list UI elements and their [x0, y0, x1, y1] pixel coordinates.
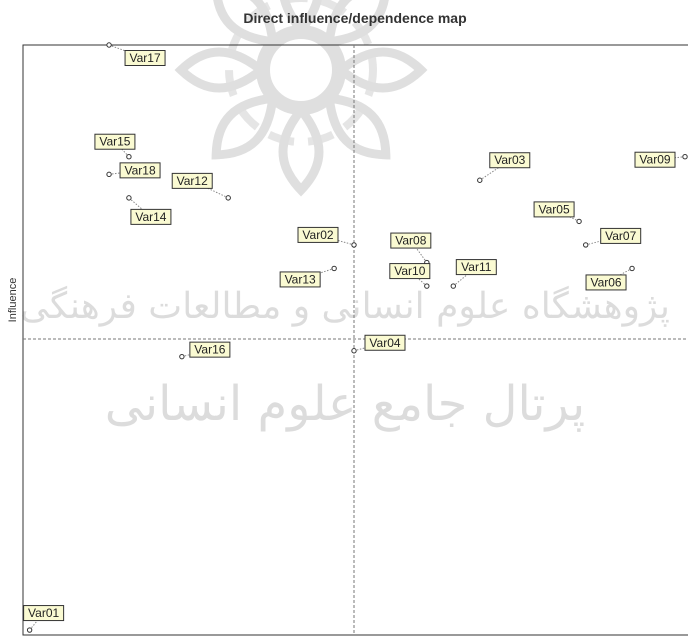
point-marker — [225, 195, 231, 201]
point-label-box — [171, 172, 213, 189]
point-label-box — [600, 227, 642, 244]
data-point-var01: Var01 — [23, 605, 65, 633]
point-marker — [179, 353, 185, 360]
point-label-box — [279, 271, 321, 288]
data-point-var05: Var05 — [533, 201, 582, 225]
data-point-var02: Var02 — [297, 226, 357, 248]
point-marker — [126, 154, 132, 160]
point-marker — [450, 283, 456, 289]
point-label: Var17 — [129, 51, 160, 65]
data-point-var17: Var17 — [106, 42, 166, 66]
data-point-var03: Var03 — [477, 152, 531, 183]
point-label-box — [124, 50, 166, 66]
point-label: Var07 — [605, 229, 636, 243]
watermark-text-line2: پرتال جامع علوم انسانی — [105, 376, 586, 432]
point-label-box — [533, 201, 575, 218]
chart-title: Direct influence/dependence map — [243, 10, 466, 26]
data-point-var11: Var11 — [450, 259, 497, 289]
data-point-var07: Var07 — [583, 227, 642, 248]
data-point-var13: Var13 — [279, 265, 337, 288]
data-point-var16: Var16 — [179, 341, 231, 360]
data-point-var18: Var18 — [106, 162, 161, 179]
point-marker — [629, 265, 635, 272]
point-label-box — [489, 152, 531, 169]
point-marker — [682, 154, 688, 160]
data-point-var06: Var06 — [585, 265, 635, 291]
point-label-box — [634, 151, 676, 168]
data-point-var10: Var10 — [389, 263, 431, 289]
point-label: Var16 — [194, 343, 225, 357]
watermark: پژوهشگاه علوم انسانی و مطالعات فرهنگی پر… — [20, 0, 670, 432]
point-marker — [351, 348, 357, 354]
point-label-box — [297, 226, 339, 243]
point-label: Var10 — [394, 264, 425, 278]
point-label-box — [455, 259, 497, 276]
point-label: Var03 — [494, 153, 525, 167]
point-label: Var14 — [135, 210, 166, 224]
data-point-var12: Var12 — [171, 172, 231, 201]
point-label-box — [130, 208, 172, 225]
point-label-box — [23, 605, 65, 622]
point-label-box — [585, 274, 627, 291]
point-label-box — [364, 334, 406, 351]
point-marker — [477, 177, 483, 183]
point-label: Var18 — [124, 163, 155, 177]
plot-frame — [22, 44, 688, 636]
point-label-box — [94, 133, 136, 150]
point-marker — [106, 171, 112, 178]
watermark-emblem — [174, 0, 428, 197]
point-label-box — [389, 263, 431, 280]
data-point-var09: Var09 — [634, 151, 688, 168]
data-point-var04: Var04 — [351, 334, 406, 354]
point-marker — [583, 242, 589, 248]
point-marker — [424, 283, 430, 289]
point-label: Var11 — [461, 260, 492, 274]
data-point-var14: Var14 — [126, 195, 172, 225]
point-label-box — [189, 341, 231, 358]
point-label: Var04 — [369, 336, 400, 350]
point-label: Var12 — [177, 174, 208, 188]
point-label: Var13 — [285, 272, 316, 286]
point-marker — [26, 627, 33, 633]
point-marker — [126, 195, 132, 201]
data-point-var15: Var15 — [94, 133, 136, 160]
data-point-var08: Var08 — [390, 232, 432, 266]
point-label: Var02 — [302, 228, 333, 242]
point-label: Var01 — [28, 606, 59, 620]
point-label: Var08 — [395, 234, 426, 248]
point-label-box — [119, 162, 161, 179]
point-label: Var05 — [539, 202, 570, 216]
point-label: Var15 — [99, 135, 130, 149]
point-label-box — [390, 232, 432, 249]
point-marker — [351, 242, 357, 248]
point-label: Var09 — [639, 153, 670, 167]
point-marker — [106, 42, 112, 48]
point-marker — [331, 265, 337, 272]
point-marker — [576, 218, 582, 225]
point-label: Var06 — [590, 275, 621, 289]
watermark-text-line1: پژوهشگاه علوم انسانی و مطالعات فرهنگی — [20, 285, 670, 327]
y-axis-label: Influence — [7, 278, 19, 323]
